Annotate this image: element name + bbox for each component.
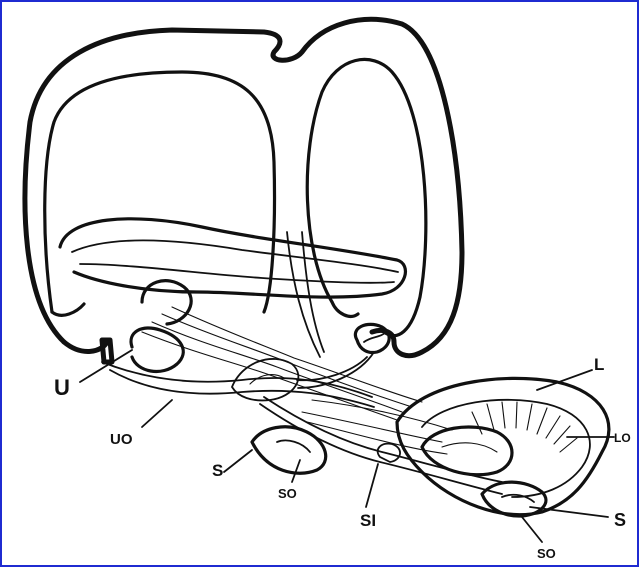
label-uo: UO bbox=[110, 431, 133, 448]
semicircular-canals bbox=[25, 19, 462, 357]
label-s-right: S bbox=[614, 510, 626, 530]
label-u: U bbox=[54, 375, 70, 400]
label-so-right: SO bbox=[537, 546, 556, 561]
labels: U UO S SO SI L LO S SO bbox=[54, 355, 631, 561]
label-lo: LO bbox=[614, 431, 631, 445]
label-so-left: SO bbox=[278, 486, 297, 501]
lagena bbox=[397, 378, 609, 516]
label-l: L bbox=[594, 355, 604, 374]
saccule-left bbox=[252, 427, 326, 473]
label-si: SI bbox=[360, 511, 376, 530]
label-s-left: S bbox=[212, 461, 223, 480]
